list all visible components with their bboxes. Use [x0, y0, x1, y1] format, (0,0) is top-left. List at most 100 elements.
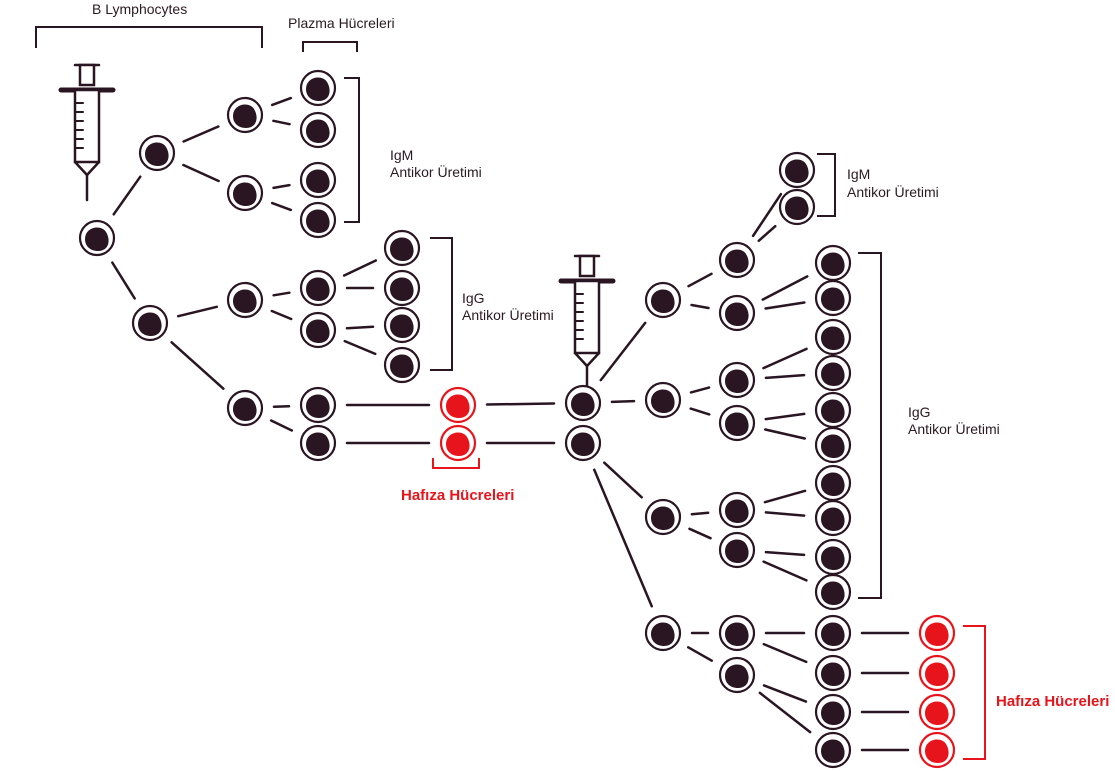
- lymphocyte-cell: [383, 269, 421, 307]
- cell-nucleus: [446, 394, 470, 418]
- connection-line: [170, 341, 225, 390]
- lymphocyte-cell: [299, 111, 337, 149]
- lymphocyte-cell: [299, 424, 337, 462]
- lymphocyte-cell: [718, 614, 756, 652]
- connection-line: [111, 261, 136, 300]
- memory-cell: [918, 614, 956, 652]
- connection-line: [272, 291, 291, 297]
- connection-line: [270, 309, 293, 321]
- cell-nucleus: [821, 739, 845, 763]
- connection-line: [690, 303, 710, 310]
- connection-line: [599, 321, 647, 382]
- connection-line: [176, 305, 219, 318]
- cell-nucleus: [306, 432, 330, 456]
- igm-sub-label-2: Antikor Üretimi: [847, 184, 939, 200]
- cell-nucleus: [306, 277, 330, 301]
- syringe-icon: [558, 254, 616, 393]
- connection-line: [688, 527, 712, 540]
- connection-lines: [111, 96, 910, 752]
- barrel-tip: [573, 351, 601, 368]
- lymphocyte-cell: [814, 654, 852, 692]
- connection-line: [764, 428, 806, 440]
- lymphocyte-cell: [814, 693, 852, 731]
- cell-nucleus: [821, 362, 845, 386]
- connection-line: [610, 399, 636, 404]
- cell-nucleus: [821, 252, 845, 276]
- lymphocyte-cell: [226, 174, 264, 212]
- connection-line: [764, 301, 806, 310]
- lymphocyte-cell: [718, 361, 756, 399]
- connection-line: [272, 119, 291, 126]
- igg-sub-label-2: Antikor Üretimi: [908, 421, 1000, 437]
- lymphocyte-cell: [814, 464, 852, 502]
- lymphocyte-cell: [814, 391, 852, 429]
- barrel: [573, 279, 601, 355]
- cell-nucleus: [725, 412, 749, 436]
- memory-cell: [918, 654, 956, 692]
- cell-nucleus: [925, 739, 949, 763]
- plunger: [578, 254, 596, 278]
- cell-nucleus: [821, 546, 845, 570]
- cell-nucleus: [390, 237, 414, 261]
- cell-nucleus: [306, 319, 330, 343]
- lymphocyte-cell: [564, 424, 602, 462]
- connection-line: [762, 347, 808, 370]
- lymphocyte-cell: [814, 614, 852, 652]
- memory-cells-label-1: Hafıza Hücreleri: [401, 487, 515, 504]
- connection-line: [762, 560, 808, 582]
- cell-nucleus: [725, 302, 749, 326]
- cell-nucleus: [651, 289, 675, 313]
- cells: [78, 69, 956, 769]
- cell-nucleus: [821, 434, 845, 458]
- lymphocyte-cell: [226, 281, 264, 319]
- memory-bracket-2: [963, 625, 986, 760]
- lymphocyte-cell: [131, 304, 169, 342]
- igm-sub-label-1: Antikor Üretimi: [390, 164, 482, 180]
- connection-line: [687, 272, 713, 288]
- connection-line: [272, 404, 291, 409]
- lymphocyte-cell: [814, 573, 852, 611]
- barrel-tip: [73, 160, 101, 177]
- barrel: [73, 88, 101, 164]
- lymphocyte-cell: [299, 161, 337, 199]
- lymphocyte-cell: [718, 491, 756, 529]
- cell-nucleus: [821, 622, 845, 646]
- lymphocyte-cell: [644, 498, 682, 536]
- igg-label-1: IgG: [462, 290, 485, 306]
- connection-line: [690, 511, 710, 516]
- lymphocyte-cell: [644, 281, 682, 319]
- lymphocyte-cell: [383, 229, 421, 267]
- lymphocyte-cell: [299, 69, 337, 107]
- cell-nucleus: [725, 539, 749, 563]
- b-lymphocytes-label: B Lymphocytes: [92, 1, 188, 17]
- lymphocyte-cell: [226, 96, 264, 134]
- cell-nucleus: [821, 581, 845, 605]
- lymphocyte-cell: [778, 188, 816, 226]
- cell-nucleus: [306, 209, 330, 233]
- memory-bracket-1: [432, 458, 480, 469]
- lymphocyte-cell: [718, 241, 756, 279]
- cell-nucleus: [233, 289, 257, 313]
- cell-nucleus: [725, 664, 749, 688]
- cell-nucleus: [821, 287, 845, 311]
- lymphocyte-cell: [814, 279, 852, 317]
- connection-line: [270, 201, 293, 212]
- cell-nucleus: [785, 159, 809, 183]
- connection-line: [182, 163, 220, 183]
- lymphocyte-cell: [564, 384, 602, 422]
- lymphocyte-cell: [718, 404, 756, 442]
- lymphocyte-cell: [718, 294, 756, 332]
- lymphocyte-cell: [138, 134, 176, 172]
- connection-line: [764, 550, 806, 557]
- plasma-cells-label: Plazma Hücreleri: [288, 15, 395, 31]
- connection-line: [593, 468, 653, 608]
- connection-line: [272, 183, 291, 190]
- connection-line: [764, 412, 806, 421]
- cell-nucleus: [725, 499, 749, 523]
- cell-nucleus: [390, 314, 414, 338]
- connection-line: [182, 125, 220, 143]
- cell-nucleus: [571, 392, 595, 416]
- lymphocyte-cell: [814, 318, 852, 356]
- memory-cell: [918, 693, 956, 731]
